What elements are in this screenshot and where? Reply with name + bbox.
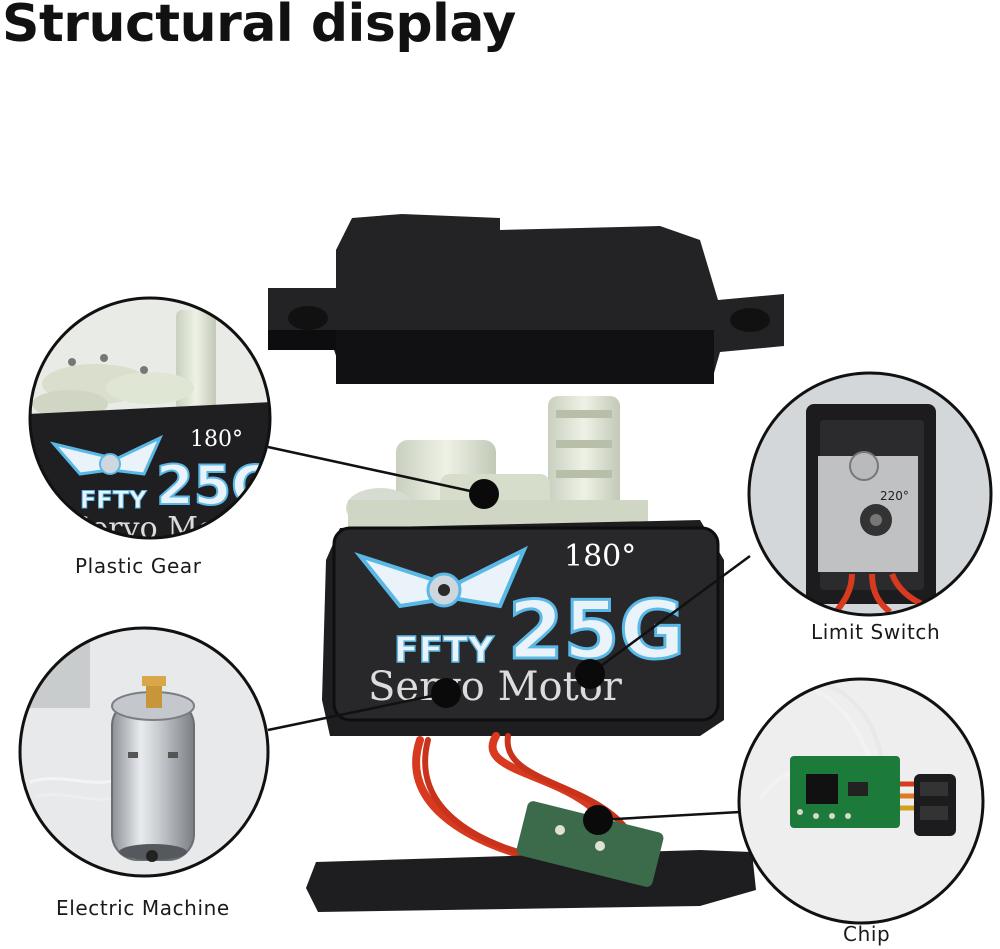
gear-brand-text: FFTY <box>80 486 147 514</box>
label-electric-machine: Electric Machine <box>56 896 230 920</box>
label-plastic-gear: Plastic Gear <box>75 554 202 578</box>
detail-plastic-gear: FFTY 25G 180° Servo Motor <box>28 296 275 546</box>
switch-angle-text: 220° <box>880 489 909 503</box>
chip-callout-dot <box>583 805 613 835</box>
switch-callout-dot <box>575 659 605 689</box>
ffty-logo <box>354 545 528 609</box>
gear-train <box>346 396 648 538</box>
detail-electric-machine <box>18 626 270 878</box>
servo-body: FFTY 25G 180° Servo Motor <box>322 520 724 736</box>
callout-dots <box>431 479 613 835</box>
label-chip: Chip <box>843 922 891 946</box>
gear-subtitle-text: Servo Motor <box>70 511 261 546</box>
gear-model-text: 25G <box>156 454 275 517</box>
label-limit-switch: Limit Switch <box>811 620 941 644</box>
detail-limit-switch: 220° <box>747 371 993 617</box>
gear-callout-dot <box>469 479 499 509</box>
detail-chip <box>737 677 985 925</box>
gear-angle-text: 180° <box>190 427 243 452</box>
callout-lines <box>267 445 751 822</box>
top-cover <box>268 214 784 384</box>
brand-text: FFTY <box>394 630 495 671</box>
motor-callout-dot <box>431 678 461 708</box>
page-title: Structural display <box>2 0 516 54</box>
bottom-cover <box>306 801 756 912</box>
angle-main-text: 180° <box>564 539 636 574</box>
